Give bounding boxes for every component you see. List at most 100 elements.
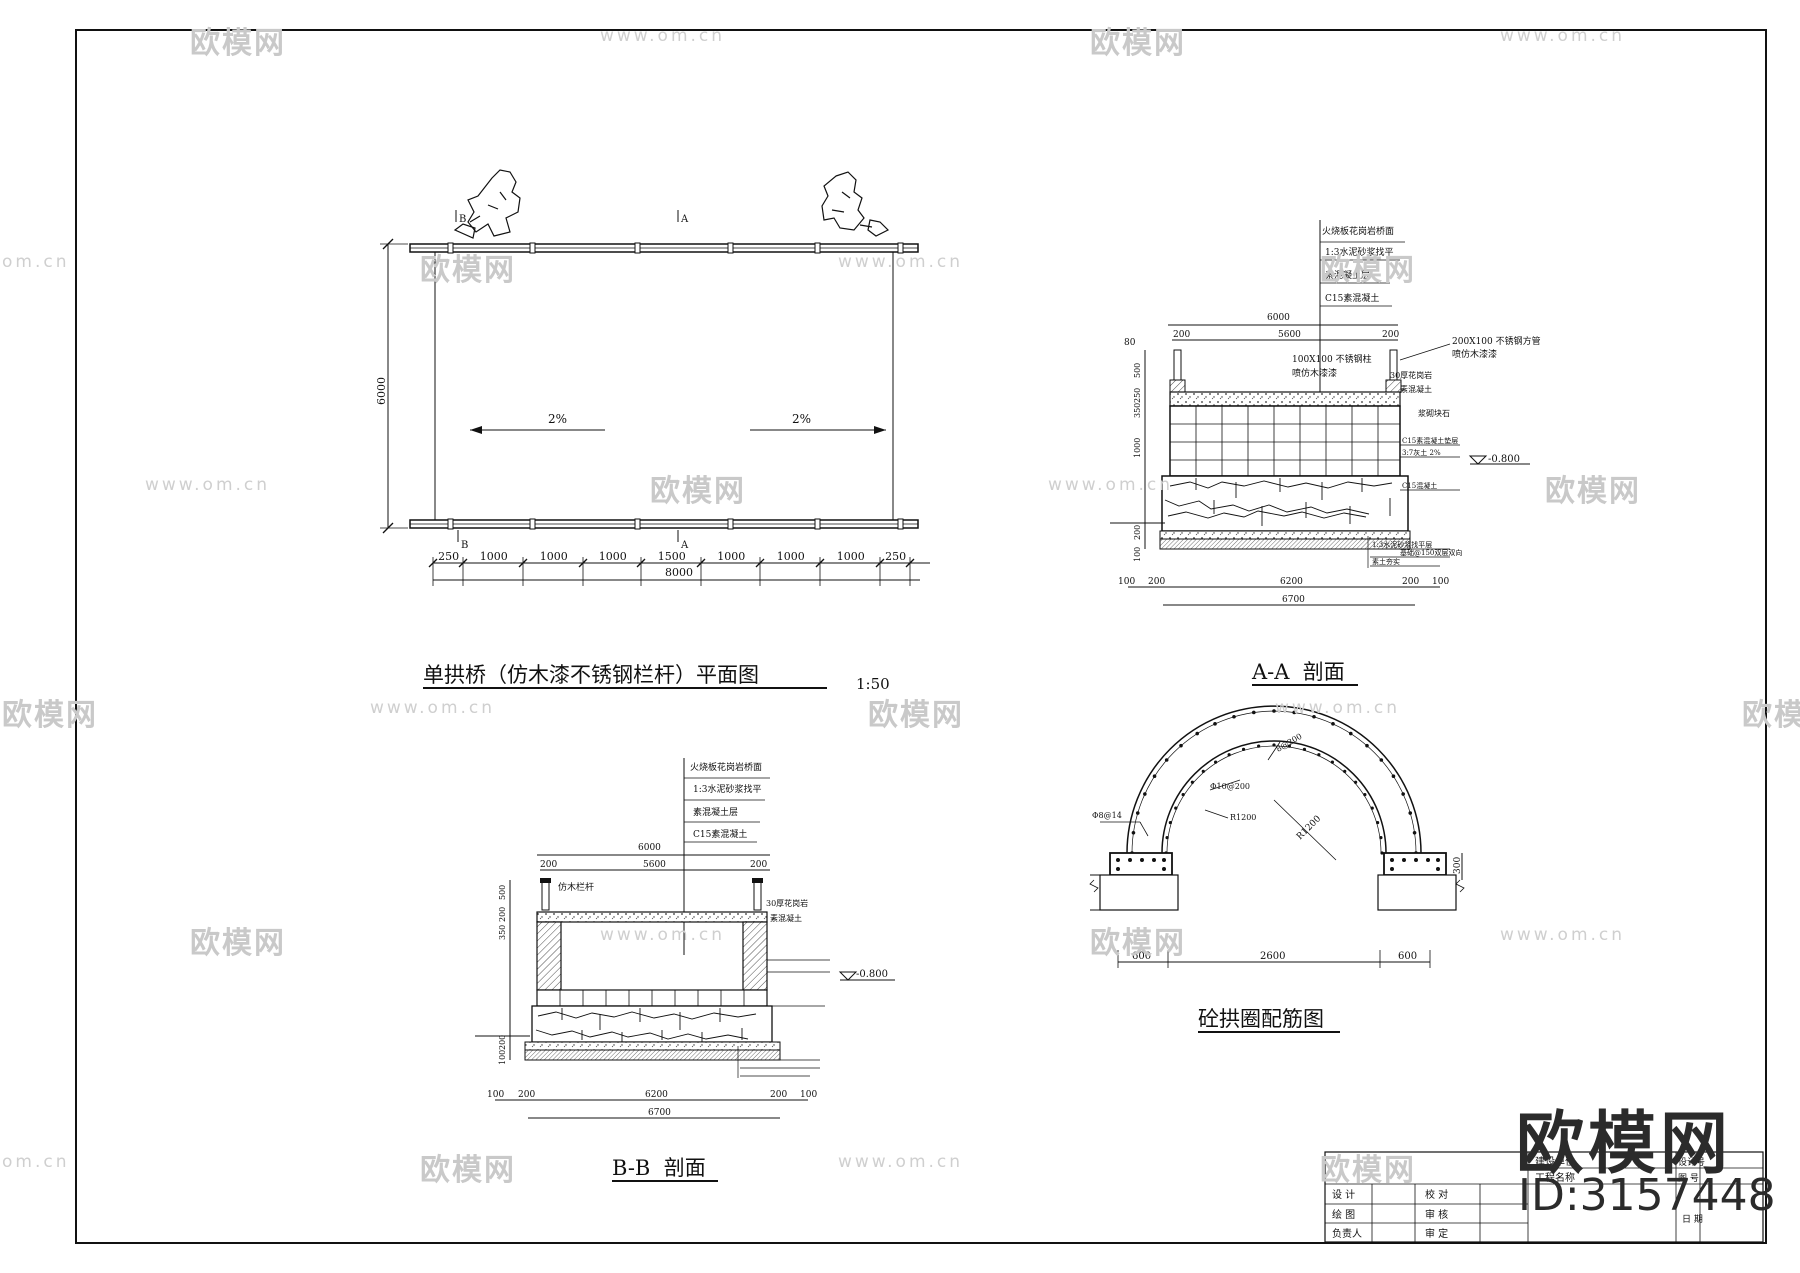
plan-dim-label: 1000	[717, 550, 745, 563]
aa-dim-top-left: 200	[1173, 330, 1190, 340]
bb-dim-top-right: 200	[750, 860, 767, 870]
rebar-dot	[1354, 780, 1358, 784]
rebar-dot	[1348, 731, 1353, 736]
dim-tick	[696, 558, 706, 568]
tb-date: 日 期	[1682, 1214, 1703, 1225]
bb-dim-top: 6000	[638, 843, 661, 853]
bb-left-dim-4: 100	[498, 1050, 507, 1065]
rebar-dot	[1241, 747, 1246, 751]
rebar-dot	[1214, 760, 1218, 764]
rebar-dot	[1168, 820, 1172, 825]
plan-dim-label: 1500	[658, 550, 686, 563]
bb-note-3: 素混凝土层	[693, 806, 738, 818]
rebar-dot	[1312, 714, 1316, 719]
aa-left-dim-5: 200	[1133, 525, 1142, 540]
plan-dim-total: 8000	[665, 566, 693, 579]
rebar-dot	[1412, 830, 1417, 835]
arch-dim-bottom-2: 2600	[1260, 951, 1285, 962]
aa-left-dim-3: 350	[1133, 403, 1142, 418]
plan-dim-label: 1000	[480, 550, 508, 563]
bb-dim-bottom-5: 100	[800, 1090, 817, 1100]
aa-base-note-1: C15素混凝土垫层	[1402, 436, 1458, 445]
aa-level: -0.800	[1488, 454, 1520, 465]
plan-slope-left: 2%	[548, 412, 567, 426]
tb-design: 设 计	[1332, 1188, 1355, 1201]
rebar-dot	[1179, 743, 1183, 748]
tb-design-no: 设计号	[1678, 1156, 1705, 1168]
dim-tick	[815, 558, 825, 568]
dim-tick	[905, 558, 915, 568]
rebar-dot	[1292, 710, 1297, 715]
aa-body-label: 浆砌块石	[1418, 408, 1450, 418]
aa-base-note-2: 3:7灰土 2%	[1402, 448, 1441, 457]
aa-rail-right-1: 200X100 不锈钢方管	[1452, 335, 1541, 347]
bb-title: B-B 剖面	[612, 1156, 706, 1180]
bb-fill-label: 素混凝土	[770, 913, 802, 923]
dim-tick	[458, 558, 468, 568]
aa-rail-label-2: 喷仿木漆漆	[1292, 367, 1337, 379]
rebar-dot	[1330, 760, 1334, 764]
rebar-dot	[1391, 774, 1396, 779]
rebar-dot	[1331, 722, 1335, 726]
aa-dim-bottom-3: 6200	[1280, 577, 1303, 587]
title-block: 建设单位 设计号 工程名称 图 号 设 计 校 对 绘 图 审 核 负责人 审 …	[1324, 1151, 1764, 1243]
arch-dim-right: 300	[1453, 857, 1463, 874]
aa-cap-label: 30厚花岗岩	[1390, 370, 1432, 380]
aa-left-dim-1: 500	[1133, 363, 1142, 378]
bb-rail-label: 仿木栏杆	[558, 881, 594, 893]
dim-tick	[755, 558, 765, 568]
rebar-dot	[1257, 744, 1261, 748]
arch-rebar: 8@200 Φ10@200 R1200 R1200 Φ8@14 300 600 …	[1089, 705, 1465, 1033]
bb-note-4: C15素混凝土	[693, 828, 747, 840]
arch-label-r: R1200	[1295, 814, 1323, 842]
rebar-dot	[1365, 743, 1369, 748]
rebar-dot	[1379, 836, 1383, 840]
plan-dim-label: 1000	[777, 550, 805, 563]
bb-left-dim-2: 200	[498, 907, 507, 922]
plan-dim-label: 1000	[540, 550, 568, 563]
aa-dim-top-right: 200	[1382, 330, 1399, 340]
rebar-dot	[1408, 811, 1413, 815]
plan-section-mark-a-top: A	[680, 214, 689, 225]
aa-note-1: 火烧板花岗岩桥面	[1322, 225, 1394, 237]
rebar-dot	[1195, 731, 1200, 736]
rebar-dot	[1343, 769, 1347, 773]
plan-dim-label: 250	[885, 550, 906, 563]
tb-drawing-no: 图 号	[1678, 1173, 1699, 1184]
aa-dim-bottom-2: 200	[1148, 577, 1165, 587]
rebar-dot	[1165, 836, 1169, 840]
aa-note-3: 素混凝土层	[1325, 269, 1370, 281]
watermark-logo: 欧模网	[1516, 1105, 1733, 1184]
aa-base-note-4: 1:3水泥砂浆找平层	[1372, 540, 1432, 549]
plan-dim-height: 6000	[375, 377, 388, 405]
tb-draw: 绘 图	[1332, 1208, 1355, 1221]
arch-label-3: R1200	[1230, 813, 1256, 822]
arch-dim-bottom-3: 600	[1398, 951, 1417, 962]
plan-dim-label: 1000	[837, 550, 865, 563]
tb-review: 审 核	[1425, 1208, 1448, 1221]
bb-note-2: 1:3水泥砂浆找平	[693, 783, 762, 795]
arch-dim-bottom-1: 600	[1132, 951, 1151, 962]
aa-dim-bottom-4: 200	[1402, 577, 1419, 587]
bb-level: -0.800	[856, 969, 888, 980]
bb-dim-bottom-4: 200	[770, 1090, 787, 1100]
dim-tick	[428, 558, 438, 568]
rebar-dot	[1380, 851, 1384, 855]
aa-dim-bottom-5: 100	[1432, 577, 1449, 587]
tb-lead: 负责人	[1332, 1227, 1362, 1240]
bb-cap-label: 30厚花岗岩	[766, 898, 808, 908]
rebar-dot	[1302, 747, 1307, 751]
aa-dim-80: 80	[1124, 338, 1136, 348]
aa-note-2: 1:3水泥砂浆找平	[1325, 246, 1394, 258]
aa-dim-total: 6700	[1282, 595, 1305, 605]
plan-scale: 1:50	[856, 675, 890, 693]
aa-base-note-5: 基础@150双层双向	[1400, 548, 1462, 557]
bb-left-dim-5: 200	[498, 1035, 507, 1050]
rock-ornament-left	[453, 169, 521, 239]
rebar-dot	[1376, 820, 1380, 825]
bb-dim-top-mid: 5600	[643, 860, 666, 870]
plan-section-mark-b-bottom: B	[461, 540, 468, 551]
rebar-dot	[1190, 780, 1194, 784]
